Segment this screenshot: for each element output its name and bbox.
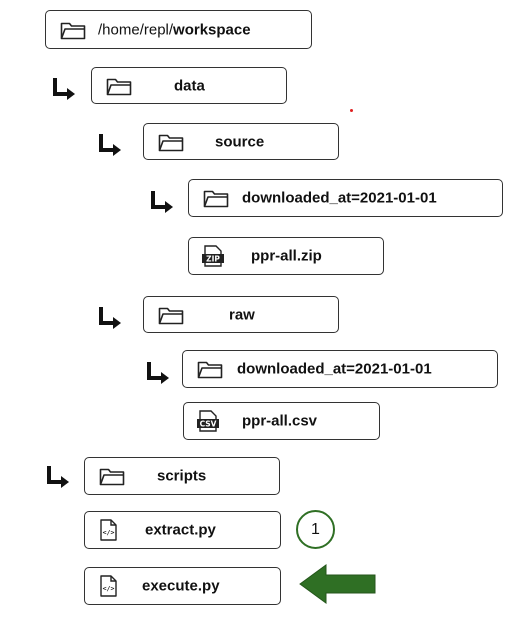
elbow-arrow-icon [98,132,122,156]
folder-label: scripts [157,467,207,485]
folder-label: downloaded_at=2021-01-01 [242,189,437,207]
file-ppr-all-zip[interactable]: ZIP ppr-all.zip [188,237,384,275]
folder-label: source [215,133,265,150]
folder-label: downloaded_at=2021-01-01 [237,360,432,378]
folder-icon [158,305,184,325]
file-ppr-all-csv[interactable]: CSV ppr-all.csv [183,402,380,440]
code-icon-text: </> [103,585,115,593]
folder-icon [106,76,132,96]
step-number-badge: 1 [296,510,335,549]
csv-file-icon: CSV [196,410,220,432]
file-label: execute.py [142,577,220,595]
folder-source-downloaded[interactable]: downloaded_at=2021-01-01 [188,179,503,217]
zip-icon-text: ZIP [206,255,220,264]
elbow-arrow-icon [52,76,76,100]
folder-workspace[interactable]: /home/repl/workspace [45,10,312,49]
folder-raw[interactable]: raw [143,296,339,333]
elbow-arrow-icon [46,464,70,488]
folder-label: data [174,77,205,94]
code-file-icon: </> [99,519,117,541]
file-execute-py[interactable]: </> execute.py [84,567,281,605]
elbow-arrow-icon [98,305,122,329]
folder-label: raw [229,306,255,323]
file-label: ppr-all.csv [242,412,318,430]
folder-icon [60,20,86,40]
zip-file-icon: ZIP [201,245,225,267]
big-left-arrow-icon [299,564,376,604]
folder-label: /home/repl/workspace [98,21,251,38]
red-dot [350,109,353,112]
folder-data[interactable]: data [91,67,287,104]
folder-raw-downloaded[interactable]: downloaded_at=2021-01-01 [182,350,498,388]
folder-icon [197,359,223,379]
elbow-arrow-icon [146,360,170,384]
elbow-arrow-icon [150,189,174,213]
file-extract-py[interactable]: </> extract.py [84,511,281,549]
file-label: ppr-all.zip [251,247,322,265]
folder-source[interactable]: source [143,123,339,160]
path-prefix: /home/repl/ [98,21,174,38]
csv-icon-text: CSV [200,420,217,429]
folder-scripts[interactable]: scripts [84,457,280,495]
folder-icon [203,188,229,208]
file-label: extract.py [145,521,216,539]
folder-icon [99,466,125,486]
code-icon-text: </> [103,529,115,537]
path-name: workspace [173,21,251,38]
folder-icon [158,132,184,152]
code-file-icon: </> [99,575,117,597]
